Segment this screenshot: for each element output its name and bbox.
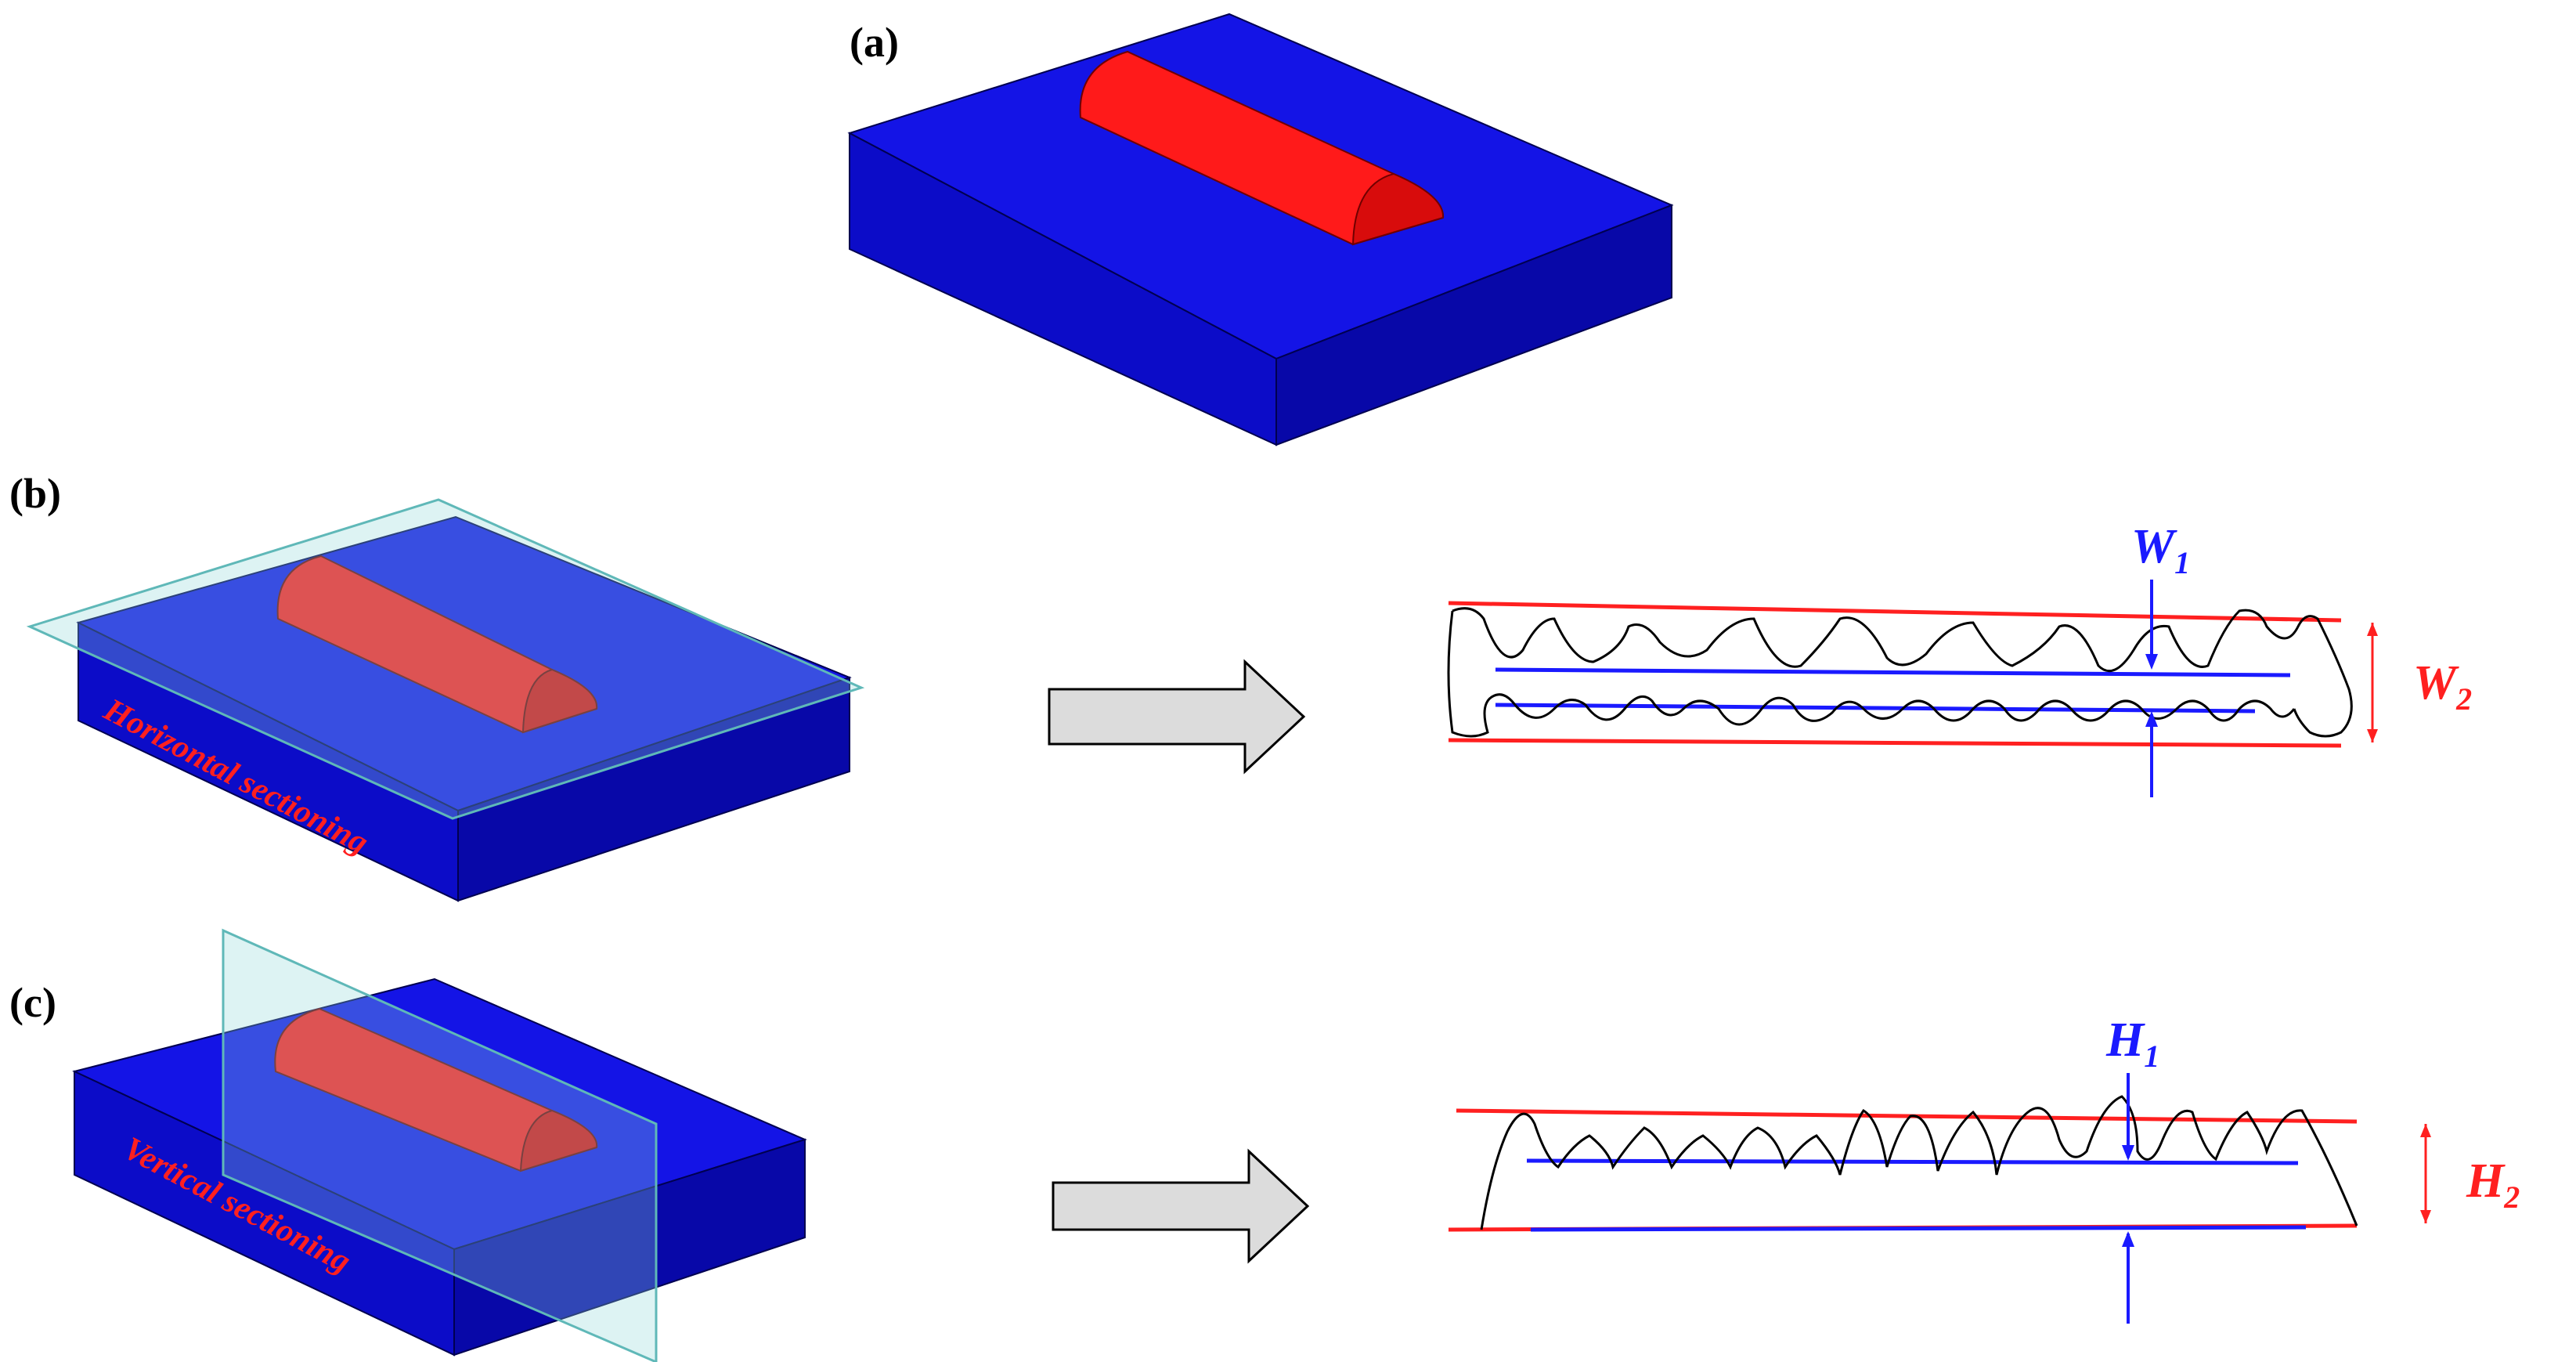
vertical-cross-section: H1 H2 — [1448, 1013, 2520, 1324]
substrate-a-side — [1275, 204, 1672, 446]
vertical-wavy-contour — [1480, 1095, 2358, 1230]
panel-c-label: (c) — [9, 979, 56, 1026]
upper-wavy-contour — [1452, 607, 2353, 738]
h1-label: H1 — [2105, 1013, 2159, 1074]
vertical-cutting-plane — [222, 928, 658, 1362]
w2-label: W2 — [2413, 656, 2472, 717]
w1-upper-blue-line — [1495, 667, 2291, 677]
panel-b: (b) Horizontal sectioning — [9, 470, 1306, 902]
w2-upper-red-line — [1448, 601, 2342, 623]
substrate-c-side — [453, 1138, 806, 1357]
w2-lower-red-line — [1448, 738, 2342, 748]
h2-arrowhead-top — [2420, 1124, 2431, 1137]
lower-wavy-contour — [1447, 610, 2296, 738]
weld-bead-c-end — [519, 1109, 598, 1172]
h1-lower-blue-line — [1530, 1225, 2307, 1232]
panel-a-label: (a) — [850, 19, 899, 66]
panel-a: (a) — [847, 13, 1674, 446]
arrow-c — [1052, 1148, 1310, 1264]
weld-bead-a-end — [1351, 172, 1445, 246]
h1-arrowhead-upper — [2122, 1145, 2134, 1161]
h1-upper-blue-line — [1526, 1158, 2299, 1165]
substrate-b-side — [457, 676, 850, 902]
w1-label: W1 — [2131, 520, 2190, 580]
h1-arrowhead-lower — [2122, 1231, 2134, 1247]
h2-upper-red-line — [1456, 1108, 2358, 1124]
w2-arrowhead-bottom — [2367, 729, 2378, 742]
w1-arrowhead-lower — [2145, 711, 2158, 727]
arrow-b — [1048, 659, 1306, 775]
w2-arrowhead-top — [2367, 623, 2378, 636]
panel-b-label: (b) — [9, 470, 61, 517]
weld-bead-b-end — [521, 668, 598, 734]
w1-arrowhead-upper — [2145, 654, 2158, 670]
panel-c: (c) Vertical sectioning — [9, 928, 1310, 1362]
h2-label: H2 — [2466, 1154, 2520, 1215]
h2-arrowhead-bottom — [2420, 1210, 2431, 1223]
horizontal-cross-section: W1 W2 — [1447, 520, 2472, 797]
w1-lower-blue-line — [1495, 703, 2256, 714]
horizontal-cutting-plane — [26, 498, 865, 820]
